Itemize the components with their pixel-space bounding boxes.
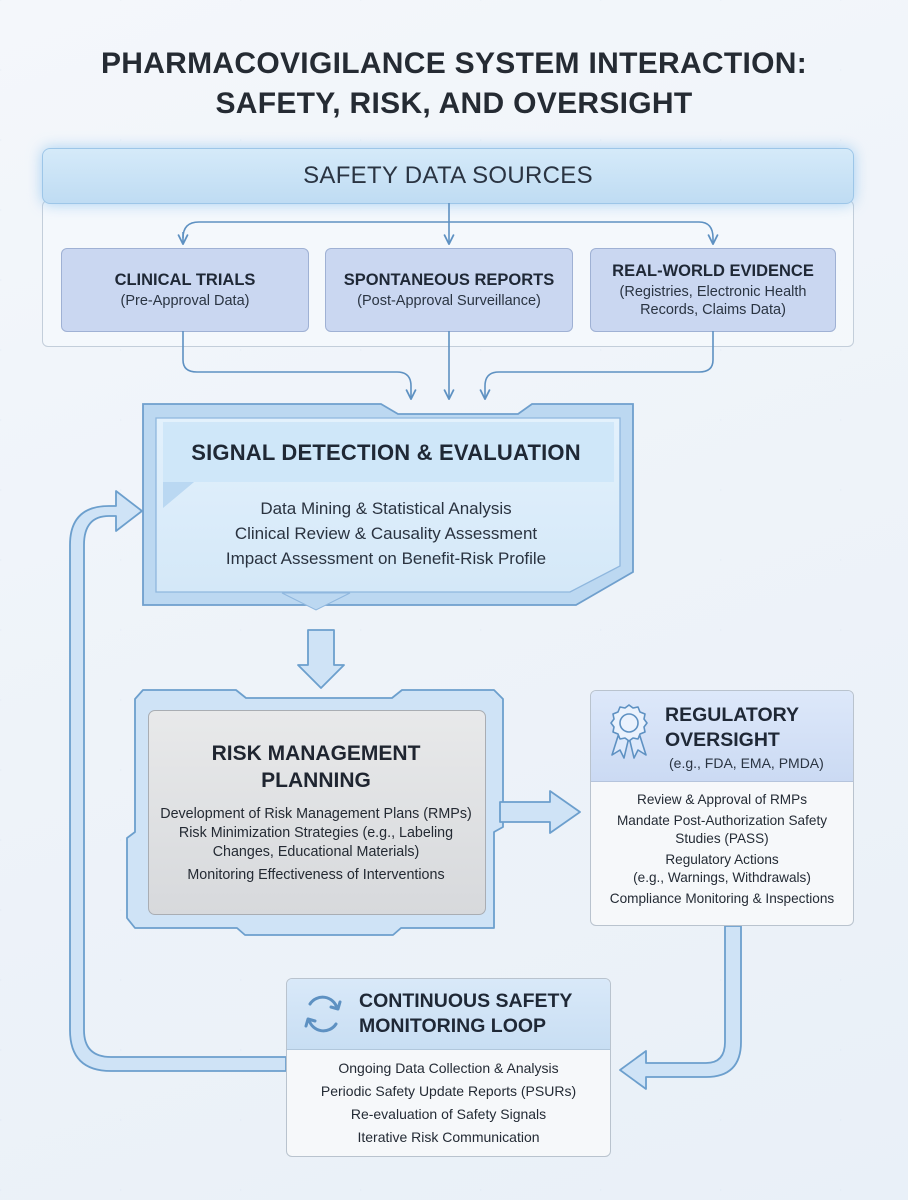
title-line-1: PHARMACOVIGILANCE SYSTEM INTERACTION: [100, 47, 808, 80]
regulatory-oversight-subtitle: (e.g., FDA, EMA, PMDA) [669, 755, 824, 771]
signal-detection-item: Impact Assessment on Benefit-Risk Profil… [225, 549, 547, 568]
title-line-2: SAFETY, RISK, AND OVERSIGHT [215, 87, 693, 120]
regulatory-oversight-item: Regulatory Actions [665, 852, 779, 867]
risk-management-title: RISK MANAGEMENT PLANNING [148, 740, 484, 794]
continuous-monitoring-item: Ongoing Data Collection & Analysis [338, 1060, 559, 1076]
award-ribbon-icon [610, 704, 648, 759]
source-subtitle-line: Records, Claims Data) [640, 302, 786, 318]
safety-data-sources-header: SAFETY DATA SOURCES [42, 148, 854, 204]
continuous-monitoring-item: Iterative Risk Communication [357, 1129, 540, 1145]
signal-detection-title: SIGNAL DETECTION & EVALUATION [191, 440, 581, 465]
down-arrow-signal-to-risk [297, 629, 345, 689]
source-spontaneous-reports: SPONTANEOUS REPORTS (Post-Approval Surve… [325, 248, 573, 332]
continuous-monitoring-item: Periodic Safety Update Reports (PSURs) [320, 1083, 577, 1099]
arrow-regulatory-to-loop [619, 925, 742, 1090]
feedback-arrow-loop-to-signal [69, 490, 287, 1072]
regulatory-oversight-header: REGULATORY OVERSIGHT (e.g., FDA, EMA, PM… [591, 691, 853, 782]
continuous-monitoring-title-line: CONTINUOUS SAFETY [359, 990, 573, 1012]
continuous-monitoring-items: Ongoing Data Collection & Analysis Perio… [287, 1057, 610, 1149]
source-subtitle: (Post-Approval Surveillance) [357, 293, 541, 309]
source-real-world-evidence: REAL-WORLD EVIDENCE (Registries, Electro… [590, 248, 836, 332]
regulatory-oversight-item: Studies (PASS) [675, 831, 769, 846]
regulatory-oversight-item: Review & Approval of RMPs [637, 792, 807, 807]
source-subtitle-line: (Registries, Electronic Health [619, 284, 807, 300]
risk-management-item: Monitoring Effectiveness of Intervention… [187, 867, 445, 883]
source-branch-connectors [177, 203, 719, 246]
signal-detection-frame [142, 403, 634, 611]
source-title: SPONTANEOUS REPORTS [343, 271, 555, 289]
risk-management-item: Development of Risk Management Plans (RM… [160, 806, 472, 822]
source-title: REAL-WORLD EVIDENCE [612, 262, 814, 280]
signal-detection-item: Clinical Review & Causality Assessment [234, 524, 538, 543]
source-clinical-trials: CLINICAL TRIALS (Pre-Approval Data) [61, 248, 309, 332]
risk-management-item: Risk Minimization Strategies (e.g., Labe… [178, 825, 454, 841]
continuous-monitoring-title: CONTINUOUS SAFETY MONITORING LOOP [359, 989, 609, 1039]
continuous-monitoring-header: CONTINUOUS SAFETY MONITORING LOOP [287, 979, 610, 1050]
regulatory-oversight-item: Compliance Monitoring & Inspections [609, 891, 835, 906]
regulatory-oversight-panel: REGULATORY OVERSIGHT (e.g., FDA, EMA, PM… [590, 690, 854, 926]
source-merge-connectors [182, 331, 714, 401]
signal-detection-item: Data Mining & Statistical Analysis [260, 499, 512, 518]
right-arrow-risk-to-regulatory [499, 790, 581, 834]
risk-management-items: Development of Risk Management Plans (RM… [148, 805, 484, 885]
regulatory-oversight-title-line: REGULATORY [665, 704, 799, 726]
regulatory-oversight-title: REGULATORY OVERSIGHT [665, 703, 845, 753]
source-subtitle: (Pre-Approval Data) [120, 293, 250, 309]
regulatory-oversight-item: Mandate Post-Authorization Safety [616, 813, 828, 828]
refresh-cycle-icon [304, 995, 342, 1033]
source-subtitle: (Registries, Electronic Health Records, … [620, 283, 807, 319]
risk-management-title-line: PLANNING [261, 769, 371, 792]
continuous-monitoring-item: Re-evaluation of Safety Signals [350, 1106, 547, 1122]
source-title: CLINICAL TRIALS [114, 271, 256, 289]
continuous-monitoring-title-line: MONITORING LOOP [359, 1015, 547, 1037]
regulatory-oversight-title-line: OVERSIGHT [665, 729, 780, 751]
risk-management-panel [148, 710, 486, 915]
risk-management-item: Changes, Educational Materials) [212, 844, 420, 860]
continuous-monitoring-panel: CONTINUOUS SAFETY MONITORING LOOP Ongoin… [286, 978, 611, 1157]
page-title: PHARMACOVIGILANCE SYSTEM INTERACTION: SA… [0, 44, 908, 124]
regulatory-oversight-items: Review & Approval of RMPs Mandate Post-A… [591, 791, 853, 908]
regulatory-oversight-item: (e.g., Warnings, Withdrawals) [633, 870, 811, 885]
signal-detection-items: Data Mining & Statistical Analysis Clini… [156, 496, 616, 571]
risk-management-title-line: RISK MANAGEMENT [211, 742, 421, 765]
